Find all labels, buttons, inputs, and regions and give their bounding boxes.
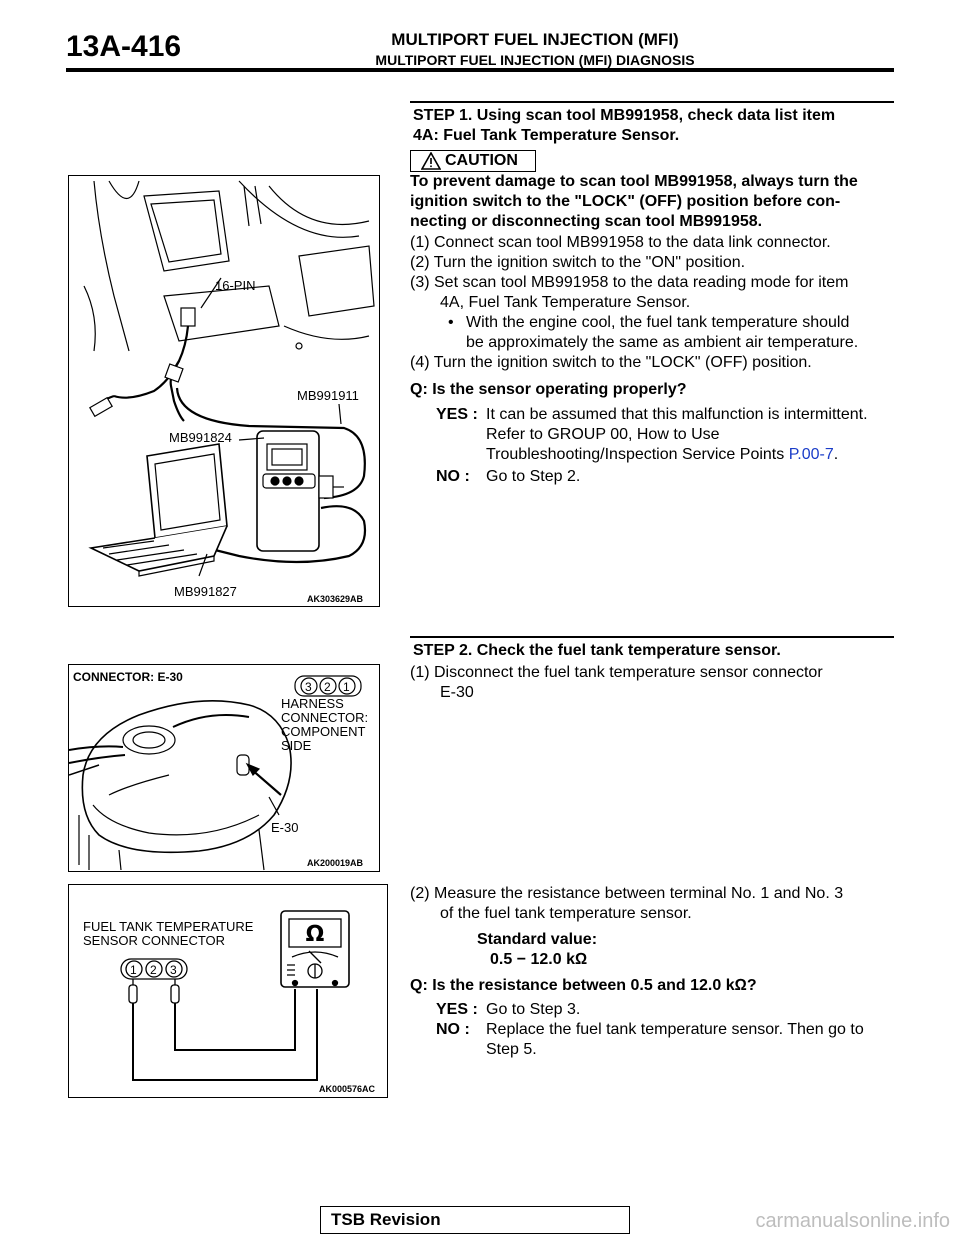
sensor-connector-label-line1: FUEL TANK TEMPERATURE [83, 919, 254, 934]
sensor-connector-label-line2: SENSOR CONNECTOR [83, 933, 225, 948]
ohm-symbol: Ω [306, 922, 325, 947]
label-mb991824: MB991824 [169, 430, 232, 445]
section-subtitle: MULTIPORT FUEL INJECTION (MFI) DIAGNOSIS [375, 52, 695, 68]
step2-yes-label: YES : [436, 1001, 478, 1018]
step2-no-line2: Step 5. [486, 1041, 537, 1058]
label-mb991827: MB991827 [174, 584, 237, 599]
connector-title: CONNECTOR: E-30 [73, 670, 183, 684]
fuel-tank-illustration: CONNECTOR: E-30 [69, 670, 368, 871]
step1-no-text: Go to Step 2. [486, 468, 581, 485]
harness-label-line1: HARNESS [281, 696, 344, 711]
tsb-revision-box: TSB Revision [320, 1206, 630, 1234]
step1-item3-line1: (3) Set scan tool MB991958 to the data r… [410, 274, 849, 291]
figure-code-3: AK000576AC [319, 1084, 376, 1094]
step2-item1-line2: E-30 [440, 684, 474, 701]
figure-code-1: AK303629AB [307, 594, 364, 604]
harness-label-line2: CONNECTOR: [281, 710, 368, 725]
caution-line1: To prevent damage to scan tool MB991958,… [410, 173, 858, 190]
header-rule [66, 68, 894, 72]
step1-no-label: NO : [436, 468, 470, 485]
bullet-dot: • [448, 314, 454, 331]
scan-tool-connection-figure: 16-PIN MB991911 MB991824 MB991827 AK3036… [68, 175, 380, 607]
fuel-tank-connector-figure: CONNECTOR: E-30 [68, 664, 380, 872]
step2-no-label: NO : [436, 1021, 470, 1038]
step1-yes-line1: It can be assumed that this malfunction … [486, 406, 868, 423]
meter-pin-2-label: 2 [150, 963, 157, 977]
page-number: 13A-416 [66, 30, 182, 63]
step1-item1: (1) Connect scan tool MB991958 to the da… [410, 234, 831, 251]
step2-yes-text: Go to Step 3. [486, 1001, 581, 1018]
scan-tool-illustration: 16-PIN MB991911 MB991824 MB991827 AK3036… [83, 180, 375, 604]
page-link-p00-7[interactable]: P.00-7 [788, 446, 834, 463]
step1-bullet-line2: be approximately the same as ambient air… [466, 334, 859, 351]
label-16-pin: 16-PIN [215, 278, 255, 293]
caution-line2: ignition switch to the "LOCK" (OFF) posi… [410, 193, 841, 210]
step2-heading: STEP 2. Check the fuel tank temperature … [413, 642, 781, 659]
step1-yes-label: YES : [436, 406, 478, 423]
yes-line3-text: Troubleshooting/Inspection Service Point… [486, 446, 789, 463]
step2-question: Q: Is the resistance between 0.5 and 12.… [410, 977, 757, 994]
step2-item1-line1: (1) Disconnect the fuel tank temperature… [410, 664, 823, 681]
warning-triangle-icon [421, 152, 441, 170]
caution-box: CAUTION [410, 150, 536, 172]
label-mb991911: MB991911 [297, 388, 359, 403]
harness-label-line4: SIDE [281, 738, 312, 753]
standard-value: 0.5 − 12.0 kΩ [490, 951, 588, 968]
watermark: carmanualsonline.info [755, 1210, 950, 1232]
step1-item3-line2: 4A, Fuel Tank Temperature Sensor. [440, 294, 691, 311]
pin-2-label: 2 [324, 680, 331, 694]
step1-item2: (2) Turn the ignition switch to the "ON"… [410, 254, 746, 271]
step1-rule [410, 101, 894, 103]
pin-1-label: 1 [343, 680, 350, 694]
step2-no-line1: Replace the fuel tank temperature sensor… [486, 1021, 864, 1038]
section-title: MULTIPORT FUEL INJECTION (MFI) [391, 30, 679, 49]
meter-pin-1-label: 1 [130, 963, 137, 977]
resistance-measurement-figure: FUEL TANK TEMPERATURE SENSOR CONNECTOR [68, 884, 388, 1098]
step1-bullet-line1: With the engine cool, the fuel tank temp… [466, 314, 850, 331]
meter-pin-3-label: 3 [170, 963, 177, 977]
yes-line3-period: . [833, 446, 839, 463]
pin-3-label: 3 [305, 680, 312, 694]
step1-yes-line3: Troubleshooting/Inspection Service Point… [486, 445, 838, 465]
step1-heading-line1: STEP 1. Using scan tool MB991958, check … [413, 107, 836, 124]
step1-heading-line2: 4A: Fuel Tank Temperature Sensor. [413, 127, 680, 144]
standard-value-label: Standard value: [477, 931, 598, 948]
caution-label: CAUTION [445, 152, 518, 169]
caution-line3: necting or disconnecting scan tool MB991… [410, 213, 763, 230]
harness-label-line3: COMPONENT [281, 724, 366, 739]
step2-rule [410, 636, 894, 638]
step1-item4: (4) Turn the ignition switch to the "LOC… [410, 354, 812, 371]
step2-item2-line1: (2) Measure the resistance between termi… [410, 885, 844, 902]
e30-label: E-30 [271, 820, 298, 835]
ohmmeter-illustration: FUEL TANK TEMPERATURE SENSOR CONNECTOR [83, 910, 376, 1094]
step2-item2-line2: of the fuel tank temperature sensor. [440, 905, 692, 922]
tsb-revision-label: TSB Revision [331, 1210, 441, 1229]
figure-code-2: AK200019AB [307, 858, 364, 868]
step1-yes-line2: Refer to GROUP 00, How to Use [486, 426, 720, 443]
step1-question: Q: Is the sensor operating properly? [410, 381, 687, 398]
